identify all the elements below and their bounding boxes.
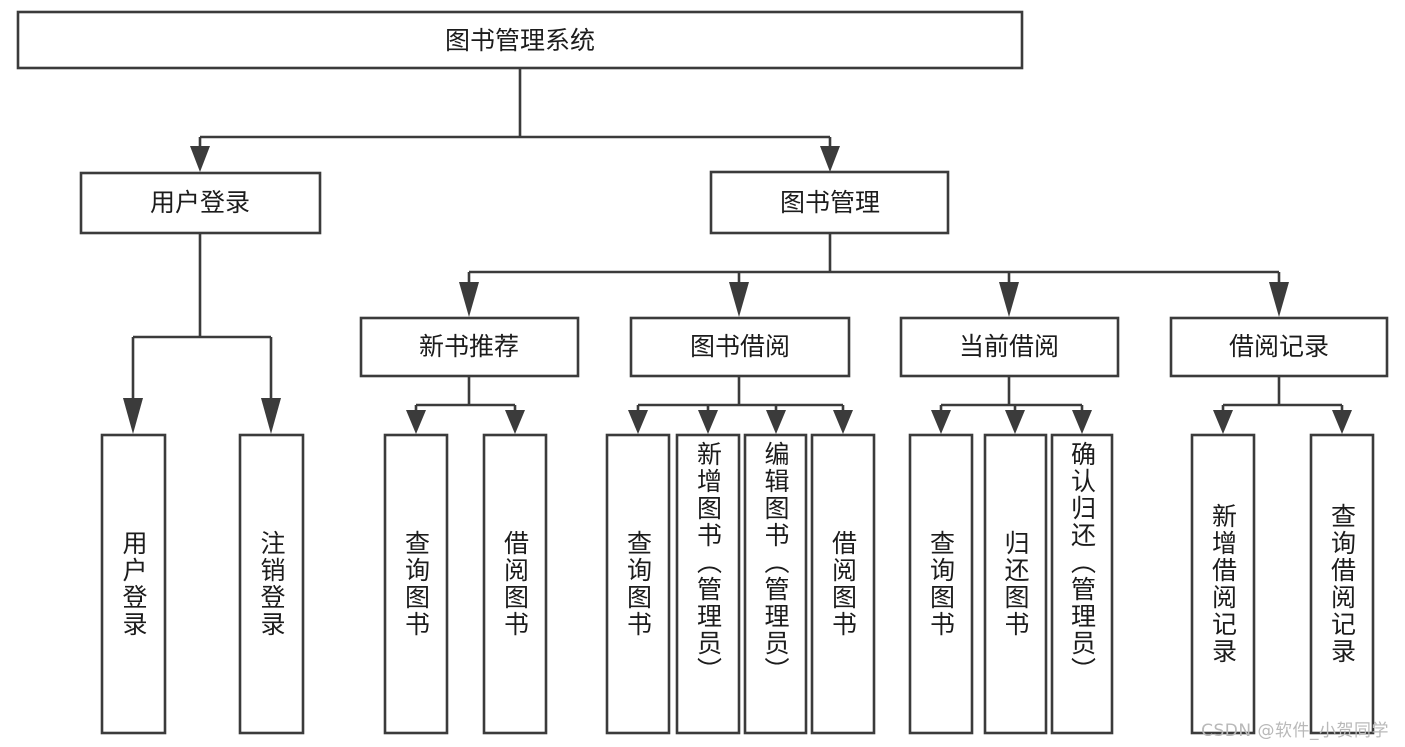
node-leaf-borrow-book-rec-box[interactable] xyxy=(482,433,548,735)
node-leaf-add-record-box[interactable] xyxy=(1190,433,1256,735)
arrowhead-leaf-return-book xyxy=(1005,410,1025,434)
node-current-borrow[interactable]: 当前借阅 xyxy=(899,316,1120,378)
node-leaf-query-book-rec-box[interactable] xyxy=(383,433,449,735)
node-borrow-record[interactable]: 借阅记录 xyxy=(1169,316,1389,378)
node-new-book-recommend-label: 新书推荐 xyxy=(419,332,519,361)
node-leaf-query-record-box[interactable] xyxy=(1309,433,1375,735)
node-book-borrow-label: 图书借阅 xyxy=(690,332,790,361)
arrowhead-leaf-query-record xyxy=(1332,410,1352,434)
node-book-manage-label: 图书管理 xyxy=(780,188,880,217)
node-leaf-query-book-cur-box[interactable] xyxy=(908,433,974,735)
node-user-login[interactable]: 用户登录 xyxy=(79,171,322,235)
node-leaf-add-book-box[interactable] xyxy=(675,433,741,735)
arrowhead-borrow-record xyxy=(1269,282,1289,317)
node-borrow-record-box[interactable] xyxy=(1169,316,1389,378)
node-current-borrow-label: 当前借阅 xyxy=(959,332,1059,361)
arrowhead-leaf-user-login xyxy=(123,398,143,434)
node-root-label: 图书管理系统 xyxy=(445,26,595,55)
arrowhead-leaf-add-book xyxy=(698,410,718,434)
node-book-borrow[interactable]: 图书借阅 xyxy=(629,316,851,378)
arrowhead-leaf-query-book-rec xyxy=(406,410,426,434)
node-user-login-box[interactable] xyxy=(79,171,322,235)
node-new-book-recommend[interactable]: 新书推荐 xyxy=(359,316,580,378)
node-leaf-borrow-book-box[interactable] xyxy=(810,433,876,735)
arrowhead-current-borrow xyxy=(999,282,1019,317)
arrowhead-book-borrow xyxy=(729,282,749,317)
node-leaf-edit-book-box[interactable] xyxy=(743,433,808,735)
node-leaf-user-logout-box[interactable] xyxy=(238,433,305,735)
node-root-box[interactable] xyxy=(16,10,1024,70)
node-user-login-label: 用户登录 xyxy=(150,188,250,217)
node-root[interactable]: 图书管理系统 xyxy=(16,10,1024,70)
arrowhead-leaf-user-logout xyxy=(261,398,281,434)
node-leaf-user-login-box[interactable] xyxy=(100,433,167,735)
arrowhead-leaf-query-book-cur xyxy=(931,410,951,434)
arrowhead-leaf-query-book-borrow xyxy=(628,410,648,434)
arrowhead-leaf-borrow-book-rec xyxy=(505,410,525,434)
node-leaf-confirm-return-box[interactable] xyxy=(1050,433,1114,735)
node-borrow-record-label: 借阅记录 xyxy=(1229,332,1329,361)
watermark-text: CSDN @软件_小贺同学 xyxy=(1201,721,1389,741)
arrowhead-leaf-add-record xyxy=(1213,410,1233,434)
arrowhead-book-manage xyxy=(820,146,840,172)
node-book-borrow-box[interactable] xyxy=(629,316,851,378)
node-leaf-return-book-box[interactable] xyxy=(983,433,1048,735)
arrowhead-leaf-confirm-return xyxy=(1072,410,1092,434)
node-leaf-query-book-borrow-box[interactable] xyxy=(605,433,671,735)
arrowhead-user-login xyxy=(190,146,210,172)
connector-layer xyxy=(123,68,1352,434)
node-book-manage-box[interactable] xyxy=(709,170,950,235)
arrowhead-leaf-borrow-book xyxy=(833,410,853,434)
node-layer: 图书管理系统 用户登录 图书管理 新书推荐 图书借阅 当前 xyxy=(16,10,1389,735)
node-new-book-recommend-box[interactable] xyxy=(359,316,580,378)
arrowhead-new-book-recommend xyxy=(459,282,479,317)
node-book-manage[interactable]: 图书管理 xyxy=(709,170,950,235)
node-current-borrow-box[interactable] xyxy=(899,316,1120,378)
arrowhead-leaf-edit-book xyxy=(766,410,786,434)
